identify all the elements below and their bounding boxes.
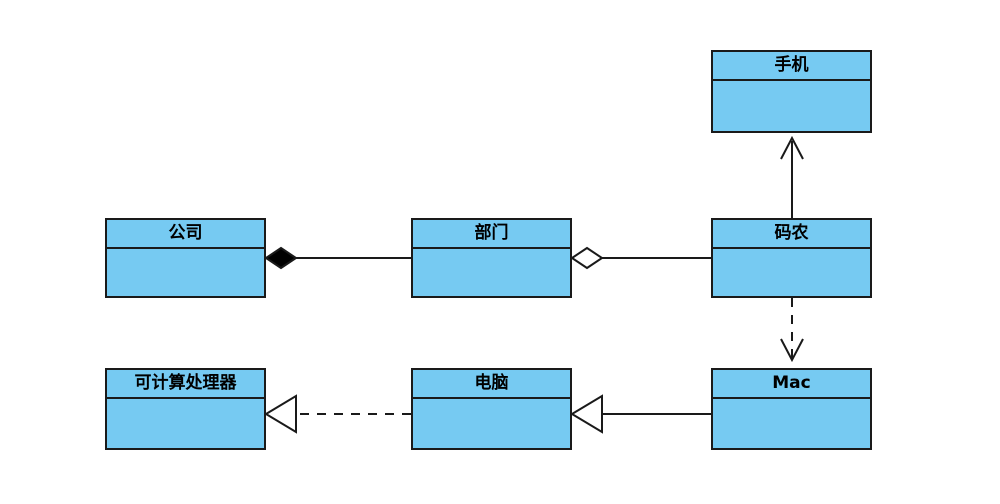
hollow-diamond-marker [570,246,604,270]
relation-realization-computer-processor[interactable] [264,394,411,434]
uml-class-coder[interactable]: 码农 [711,218,872,298]
uml-class-name-department: 部门 [413,220,570,249]
uml-class-attributes-coder [713,249,870,296]
relation-aggregation-department-coder[interactable] [570,246,711,270]
uml-class-name-computer: 电脑 [413,370,570,399]
uml-class-computer[interactable]: 电脑 [411,368,572,450]
relation-dependency-coder-mac[interactable] [780,298,804,363]
hollow-triangle-marker [570,394,603,434]
open-arrow-marker [780,338,804,363]
uml-class-attributes-phone [713,81,870,131]
uml-class-name-coder: 码农 [713,220,870,249]
uml-class-attributes-processor [107,399,264,448]
relation-association-coder-phone[interactable] [780,135,804,218]
uml-class-name-phone: 手机 [713,52,870,81]
relation-composition-company-department[interactable] [264,246,411,270]
open-arrow-marker [780,135,804,160]
hollow-triangle-marker [264,394,297,434]
uml-class-name-processor: 可计算处理器 [107,370,264,399]
uml-class-phone[interactable]: 手机 [711,50,872,133]
uml-class-attributes-computer [413,399,570,448]
uml-class-company[interactable]: 公司 [105,218,266,298]
filled-diamond-marker [264,246,298,270]
uml-class-mac[interactable]: Mac [711,368,872,450]
uml-class-department[interactable]: 部门 [411,218,572,298]
uml-class-attributes-company [107,249,264,296]
uml-class-name-mac: Mac [713,370,870,399]
uml-class-name-company: 公司 [107,220,264,249]
uml-class-attributes-department [413,249,570,296]
uml-class-attributes-mac [713,399,870,448]
uml-class-processor[interactable]: 可计算处理器 [105,368,266,450]
relation-generalization-mac-computer[interactable] [570,394,711,434]
